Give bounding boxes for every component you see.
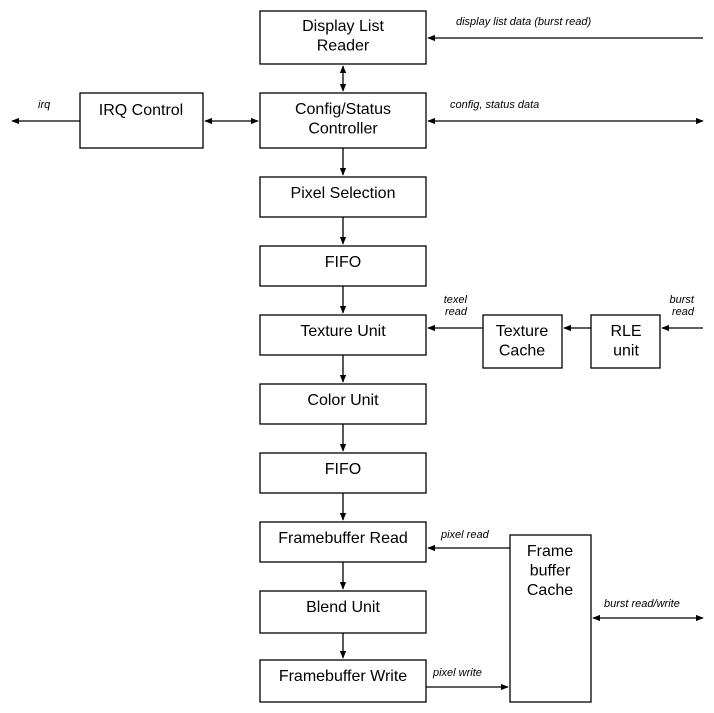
- framebuffer-write-block: Framebuffer Write: [259, 659, 427, 703]
- fifo-2-block: FIFO: [259, 452, 427, 494]
- config-status-data-label-line: config, status data: [450, 99, 539, 111]
- config-status-controller-label-line: Controller: [308, 121, 378, 138]
- texture-cache-label-line: Texture: [496, 323, 549, 340]
- display-list-reader-label-line: Display List: [302, 18, 384, 35]
- framebuffer-cache-label-line: Frame: [527, 543, 573, 560]
- framebuffer-cache-label-line: buffer: [530, 563, 571, 580]
- blend-unit-label-line: Blend Unit: [306, 599, 380, 616]
- blend-unit-block: Blend Unit: [259, 590, 427, 634]
- fifo-2-label: FIFO: [325, 461, 361, 478]
- fb-burst-read-write-label: burst read/write: [604, 598, 680, 610]
- display-list-data-label-line: display list data (burst read): [456, 16, 591, 28]
- rle-unit-label-line: unit: [613, 343, 639, 360]
- texture-unit-block: Texture Unit: [259, 314, 427, 356]
- texel-read-label-line: read: [445, 306, 468, 318]
- irq-control-block: IRQ Control: [79, 92, 204, 149]
- config-status-data-label: config, status data: [450, 99, 539, 111]
- pixel-write-label-line: pixel write: [432, 667, 482, 679]
- color-unit-label: Color Unit: [307, 392, 379, 409]
- rle-burst-read-label-line: burst: [670, 294, 695, 306]
- framebuffer-write-label-line: Framebuffer Write: [279, 668, 407, 685]
- irq-control-label: IRQ Control: [99, 102, 183, 119]
- texture-cache-label-line: Cache: [499, 343, 545, 360]
- pixel-write-label: pixel write: [432, 667, 482, 679]
- framebuffer-write-label: Framebuffer Write: [279, 668, 407, 685]
- framebuffer-cache-label-line: Cache: [527, 582, 573, 599]
- fifo-1-label-line: FIFO: [325, 254, 361, 271]
- rle-burst-read-label-line: read: [672, 306, 695, 318]
- fb-burst-read-write-label-line: burst read/write: [604, 598, 680, 610]
- fifo-2-label-line: FIFO: [325, 461, 361, 478]
- irq-control-label-line: IRQ Control: [99, 102, 183, 119]
- pixel-selection-block: Pixel Selection: [259, 176, 427, 218]
- pixel-selection-label: Pixel Selection: [291, 185, 396, 202]
- framebuffer-read-label: Framebuffer Read: [278, 530, 408, 547]
- fifo-1-label: FIFO: [325, 254, 361, 271]
- framebuffer-read-label-line: Framebuffer Read: [278, 530, 408, 547]
- framebuffer-read-block: Framebuffer Read: [259, 521, 427, 563]
- texture-unit-label: Texture Unit: [300, 323, 386, 340]
- blend-unit-label: Blend Unit: [306, 599, 380, 616]
- display-list-reader-label-line: Reader: [317, 38, 370, 55]
- pixel-selection-label-line: Pixel Selection: [291, 185, 396, 202]
- display-list-data-label: display list data (burst read): [456, 16, 591, 28]
- texel-read-label-line: texel: [444, 294, 468, 306]
- irq-label: irq: [38, 99, 51, 111]
- irq-label-line: irq: [38, 99, 51, 111]
- texture-unit-label-line: Texture Unit: [300, 323, 386, 340]
- color-unit-block: Color Unit: [259, 383, 427, 425]
- pixel-read-label: pixel read: [440, 529, 490, 541]
- rle-unit-block: RLE unit: [590, 314, 661, 369]
- fifo-1-block: FIFO: [259, 245, 427, 287]
- config-status-controller-label-line: Config/Status: [295, 101, 391, 118]
- rle-unit-label: RLE unit: [610, 323, 641, 360]
- rle-unit-label-line: RLE: [610, 323, 641, 340]
- pixel-read-label-line: pixel read: [440, 529, 490, 541]
- color-unit-label-line: Color Unit: [307, 392, 379, 409]
